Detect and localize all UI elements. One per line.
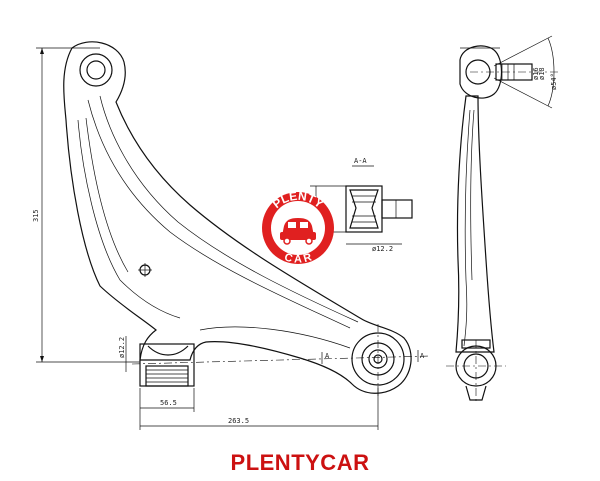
top-eye-outer [79, 53, 113, 87]
section-mark-left: A [325, 352, 330, 360]
dimension-lines: 315 ø12.2 56.5 263.5 A A [32, 47, 431, 430]
dim-ball-2: ø18 [538, 67, 546, 80]
section-mark-right: A [420, 352, 425, 360]
section-label: A-A [354, 157, 367, 165]
dim-width-total: 263.5 [228, 417, 249, 425]
logo-top-text: PLENTY [270, 189, 326, 211]
dim-height: 315 [32, 209, 40, 222]
dim-ball-1: ø16 [532, 67, 540, 80]
plentycar-logo: PLENTY CAR [262, 189, 334, 266]
dim-cone-angle: ø54° [550, 73, 558, 90]
dim-bushing-left: ø12.2 [118, 337, 126, 358]
control-arm-front-view [63, 41, 412, 394]
car-icon [280, 218, 316, 245]
rear-bushing [139, 343, 195, 387]
brand-caption: PLENTYCAR [230, 450, 370, 475]
dim-bushing-section: ø12.2 [372, 245, 393, 253]
control-arm-side-view: ø16 ø18 ø54° [446, 35, 560, 404]
top-eye-bore [86, 60, 106, 80]
logo-bottom-text: CAR [283, 251, 313, 265]
dim-width-small: 56.5 [160, 399, 177, 407]
